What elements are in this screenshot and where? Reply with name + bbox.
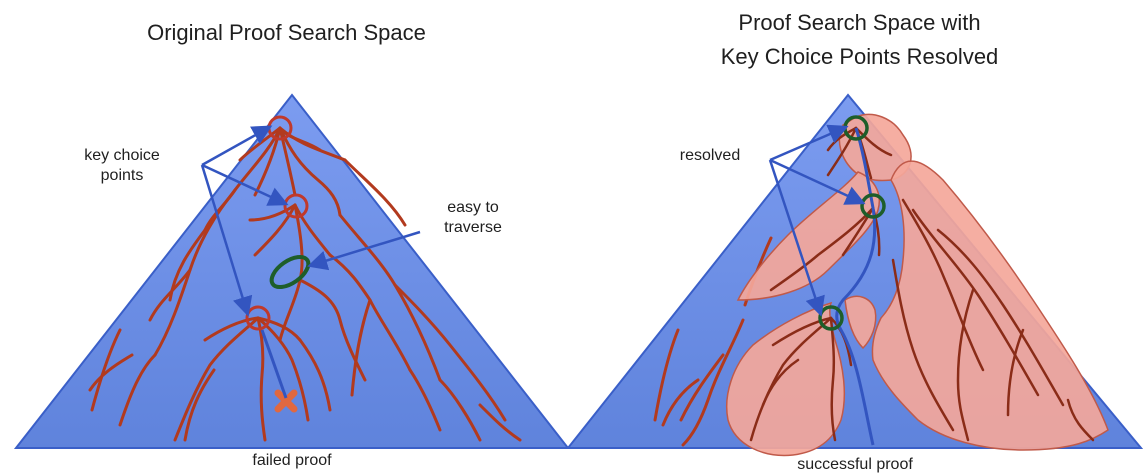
easy-to-traverse-label: easy to traverse — [428, 198, 518, 238]
successful-proof-caption: successful proof — [755, 456, 955, 474]
left-panel: Original Proof Search Space — [0, 0, 573, 476]
right-panel: Proof Search Space with Key Choice Point… — [573, 0, 1146, 476]
right-diagram — [573, 0, 1146, 476]
failed-proof-caption: failed proof — [192, 452, 392, 470]
key-choice-points-label: key choice points — [72, 146, 172, 186]
resolved-label: resolved — [665, 146, 755, 166]
left-diagram — [0, 0, 573, 476]
